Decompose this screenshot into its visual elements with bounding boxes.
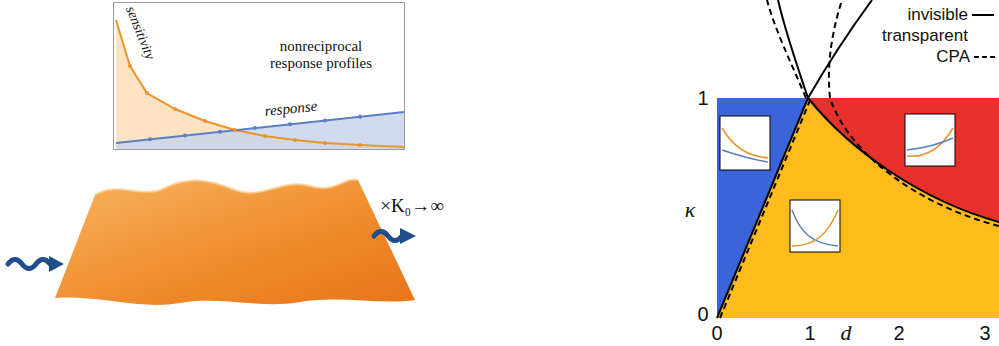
- curve-label: sensitivity: [122, 4, 158, 62]
- slab-edge: [95, 179, 358, 195]
- tick-label: 0: [697, 303, 708, 326]
- transmitted-wave: [374, 228, 416, 244]
- response-fill: [116, 112, 404, 149]
- cpa-lines: [720, 0, 999, 318]
- inset-title: nonreciprocal response profiles: [257, 38, 385, 73]
- legend-text: invisible: [908, 5, 968, 25]
- legend-text: transparent: [882, 26, 968, 46]
- medium-slab: [55, 179, 415, 304]
- incident-wave: [8, 256, 64, 272]
- tick-label: 3: [979, 322, 990, 345]
- curve-label: response: [264, 98, 318, 121]
- tick-label: 1: [804, 322, 815, 345]
- tick-label: 1: [697, 87, 708, 110]
- legend-text: CPA: [936, 47, 970, 67]
- inset-blue: [720, 116, 770, 170]
- profile-inset-box: sensitivity nonreciprocal response profil…: [113, 2, 405, 150]
- sensitivity-dots: [128, 64, 362, 147]
- inset-yellow: [790, 200, 840, 252]
- legend-solid-sample: [972, 14, 994, 16]
- axis-label: d: [841, 320, 852, 345]
- sensitivity-curve: [116, 20, 404, 147]
- response-dots: [148, 115, 362, 142]
- invisible-lines: [717, 0, 999, 318]
- scaling-label: ×K₀→∞: [380, 195, 444, 217]
- sensitivity-fill: [116, 20, 404, 149]
- legend-dashed-sample: [974, 56, 996, 58]
- tick-label: 2: [893, 322, 904, 345]
- tick-label: 0: [711, 322, 722, 345]
- inset-red: [905, 114, 955, 166]
- response-curve: [116, 112, 404, 143]
- axis-label: κ: [685, 197, 696, 222]
- yellow-region: [717, 98, 999, 318]
